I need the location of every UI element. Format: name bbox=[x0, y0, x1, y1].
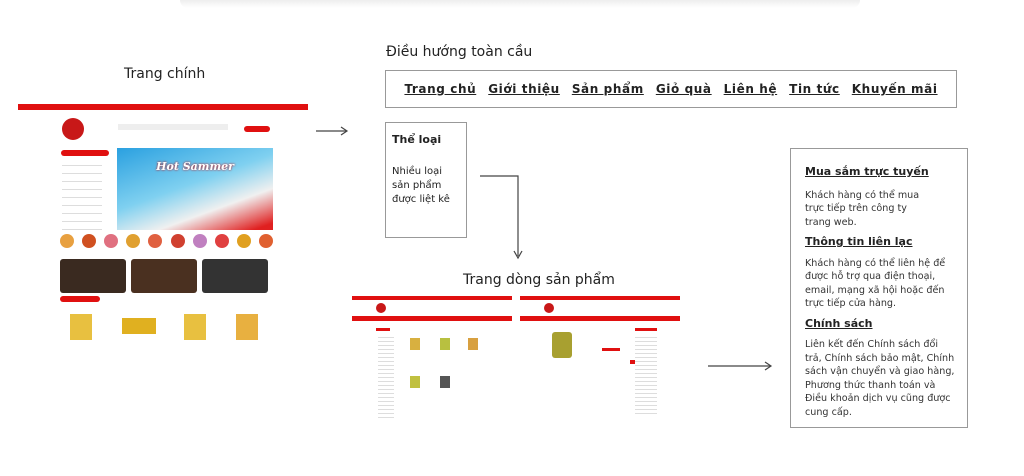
nav-link-about[interactable]: Giới thiệu bbox=[488, 82, 560, 96]
nav-link-contact[interactable]: Liên hệ bbox=[723, 82, 778, 96]
top-shadow bbox=[180, 0, 860, 8]
logo-icon bbox=[62, 118, 84, 140]
nav-link-gift-basket[interactable]: Giỏ quà bbox=[655, 82, 712, 96]
arrow-to-info bbox=[708, 361, 773, 371]
home-title: Trang chính bbox=[124, 66, 206, 82]
product-detail-screenshot bbox=[520, 296, 680, 422]
category-title: Thể loại bbox=[392, 133, 442, 146]
online-shopping-title: Mua sắm trực tuyến bbox=[805, 165, 929, 178]
arrow-home-to-nav bbox=[316, 126, 349, 136]
category-desc: Nhiều loại sản phẩm được liệt kê bbox=[392, 166, 450, 205]
product-list-screenshot bbox=[352, 296, 512, 422]
nav-link-promotions[interactable]: Khuyến mãi bbox=[851, 82, 938, 96]
policy-title: Chính sách bbox=[805, 316, 873, 330]
nav-link-news[interactable]: Tin tức bbox=[789, 82, 840, 96]
online-shopping-text: Khách hàng có thể mua trực tiếp trên côn… bbox=[805, 189, 920, 228]
info-box: Mua sắm trực tuyến Khách hàng có thể mua… bbox=[790, 148, 968, 428]
policy-text: Liên kết đến Chính sách đổi trả, Chính s… bbox=[805, 339, 955, 418]
nav-link-products[interactable]: Sản phẩm bbox=[571, 82, 644, 96]
homepage-screenshot: Hot Sammer bbox=[18, 104, 308, 376]
product-line-title: Trang dòng sản phẩm bbox=[463, 272, 615, 288]
hero-banner: Hot Sammer bbox=[117, 148, 273, 230]
global-nav-title: Điều hướng toàn cầu bbox=[386, 44, 533, 60]
global-nav-box: Trang chủ Giới thiệu Sản phẩm Giỏ quà Li… bbox=[385, 70, 957, 108]
nav-link-home[interactable]: Trang chủ bbox=[404, 82, 477, 96]
category-box: Thể loại Nhiều loại sản phẩm được liệt k… bbox=[385, 122, 467, 238]
contact-title: Thông tin liên lạc bbox=[805, 235, 913, 248]
arrow-category-to-product-line bbox=[480, 175, 523, 260]
contact-text: Khách hàng có thể liên hệ để được hỗ trợ… bbox=[805, 257, 946, 310]
